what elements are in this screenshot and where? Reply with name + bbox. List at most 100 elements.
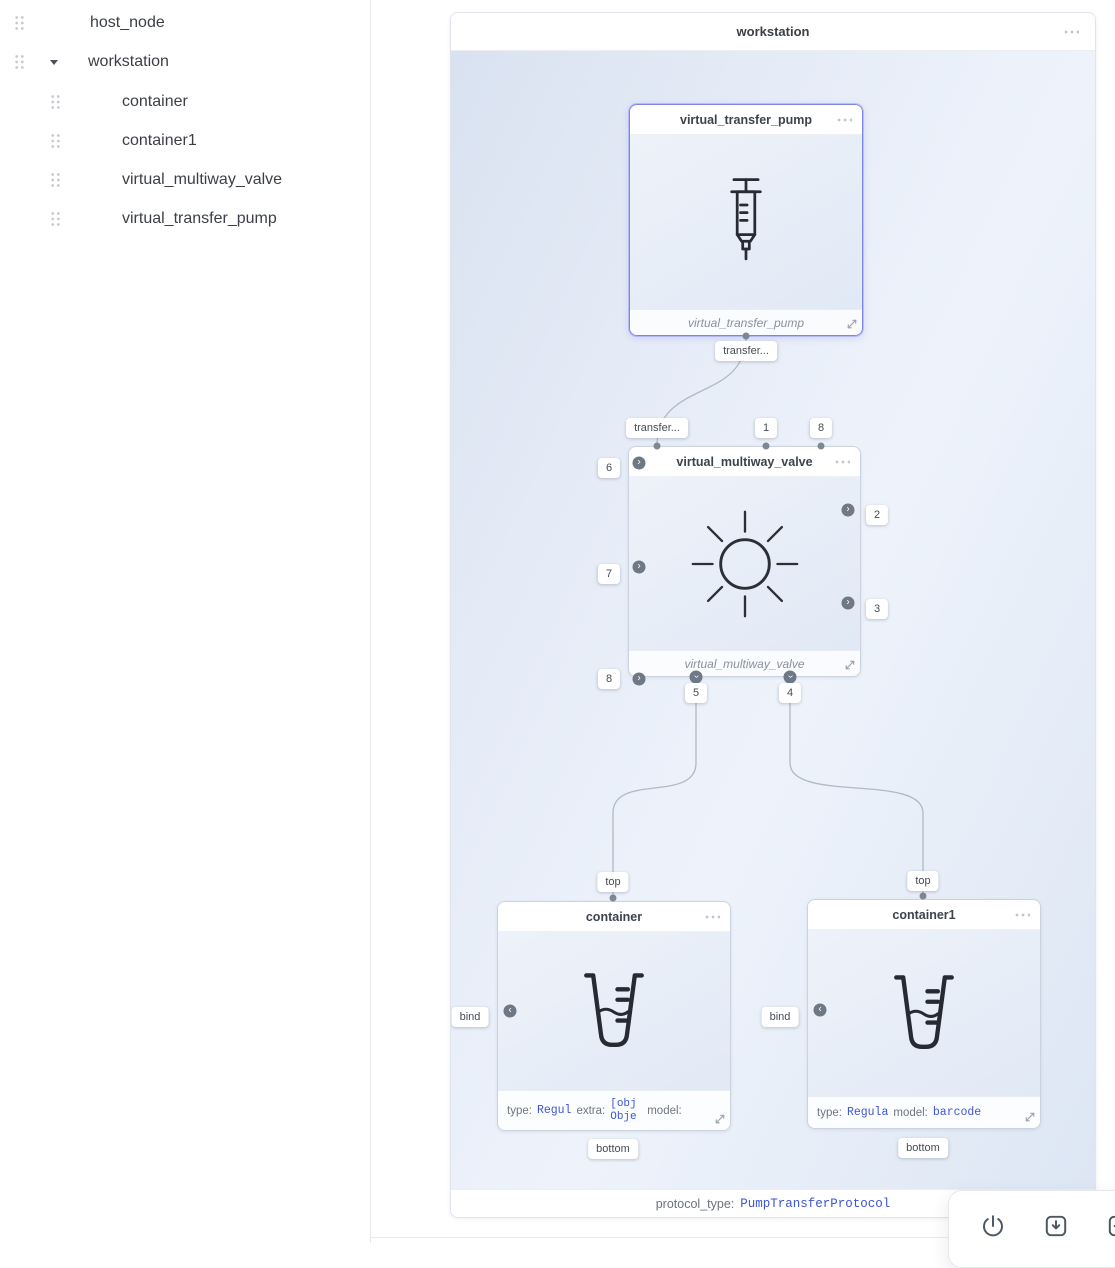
node-virtual-transfer-pump[interactable]: virtual_transfer_pump virtual_transfer_p…	[629, 104, 863, 336]
port-chip-container-bind[interactable]: bind	[452, 1007, 489, 1027]
port-handle-valve-6[interactable]: ›	[633, 457, 646, 470]
port-dot-valve-8-top[interactable]	[818, 443, 825, 450]
port-chip-valve-8-left[interactable]: 8	[598, 669, 620, 689]
port-dot-container1-top[interactable]	[920, 893, 927, 900]
drag-handle-icon[interactable]	[50, 211, 61, 228]
prop-type-value[interactable]: Regula	[847, 1106, 888, 1119]
port-chip-container1-bottom[interactable]: bottom	[898, 1138, 948, 1158]
port-handle-container1-bind[interactable]: ‹	[814, 1004, 827, 1017]
prop-model-value[interactable]: barcode	[933, 1106, 981, 1119]
sidebar-item-container1[interactable]: container1	[0, 127, 370, 155]
chevron-left-icon: ‹	[818, 1005, 821, 1015]
port-chip-container-bottom[interactable]: bottom	[588, 1139, 638, 1159]
node-title: container1	[892, 908, 955, 922]
save-download-button[interactable]	[1043, 1213, 1069, 1239]
port-dot-pump-bottom[interactable]	[743, 333, 750, 340]
drag-handle-icon[interactable]	[50, 94, 61, 111]
node-header[interactable]: virtual_multiway_valve	[629, 447, 860, 477]
node-header[interactable]: container	[498, 902, 730, 932]
panel-header[interactable]: workstation	[451, 13, 1095, 51]
chevron-down-icon: ›	[785, 675, 795, 678]
port-chip-valve-3[interactable]: 3	[866, 599, 888, 619]
ellipsis-menu-icon[interactable]	[704, 915, 720, 919]
node-props-bar: type: Regula model: barcode	[808, 1096, 1040, 1128]
resize-handle-icon[interactable]	[844, 659, 856, 671]
sidebar-item-host-node[interactable]: host_node	[0, 9, 370, 37]
tree-item-label: container	[122, 93, 188, 111]
port-chip-valve-4[interactable]: 4	[779, 683, 801, 703]
prop-extra-value[interactable]: [obj Obje	[610, 1098, 642, 1123]
drag-handle-icon[interactable]	[14, 54, 25, 71]
node-header[interactable]: virtual_transfer_pump	[630, 105, 862, 135]
node-footer: virtual_transfer_pump	[630, 309, 862, 335]
port-chip-valve-transfer[interactable]: transfer...	[626, 418, 688, 438]
node-title: container	[586, 910, 642, 924]
workstation-group-panel[interactable]: virtual_transfer_pump virtual_transfer_p…	[450, 12, 1096, 1218]
prop-type-value[interactable]: Regul	[537, 1104, 572, 1117]
drag-handle-icon[interactable]	[50, 133, 61, 150]
node-title: virtual_transfer_pump	[680, 113, 812, 127]
ellipsis-menu-icon[interactable]	[836, 118, 852, 122]
power-button[interactable]	[980, 1213, 1006, 1239]
protocol-type-value[interactable]: PumpTransferProtocol	[740, 1197, 890, 1211]
beaker-icon	[562, 963, 666, 1059]
chevron-down-icon: ›	[691, 675, 701, 678]
syringe-icon	[713, 160, 779, 284]
tree-item-label: virtual_transfer_pump	[122, 210, 277, 228]
port-handle-valve-3[interactable]: ›	[842, 597, 855, 610]
chevron-right-icon: ›	[637, 458, 640, 468]
port-dot-container-top[interactable]	[610, 895, 617, 902]
ellipsis-menu-icon[interactable]	[1014, 913, 1030, 917]
node-body	[630, 135, 862, 309]
port-chip-container1-top[interactable]: top	[907, 871, 938, 891]
ellipsis-menu-icon[interactable]	[1063, 30, 1079, 34]
node-virtual-multiway-valve[interactable]: virtual_multiway_valve virtual_multiway_…	[628, 446, 861, 677]
sidebar-item-workstation[interactable]: workstation	[0, 48, 370, 76]
prop-model-label: model:	[893, 1107, 928, 1119]
resize-handle-icon[interactable]	[846, 318, 858, 330]
port-dot-valve-1[interactable]	[763, 443, 770, 450]
node-tree-sidebar: host_node workstation container containe…	[0, 0, 371, 1243]
export-button[interactable]	[1106, 1213, 1115, 1239]
port-chip-container-top[interactable]: top	[597, 872, 628, 892]
sidebar-item-virtual-transfer-pump[interactable]: virtual_transfer_pump	[0, 205, 370, 233]
node-footer-label: virtual_multiway_valve	[684, 657, 804, 671]
port-handle-valve-8-left[interactable]: ›	[633, 673, 646, 686]
port-handle-container-bind[interactable]: ‹	[504, 1005, 517, 1018]
resize-handle-icon[interactable]	[1024, 1111, 1036, 1123]
port-handle-valve-7[interactable]: ›	[633, 561, 646, 574]
port-handle-valve-4[interactable]: ›	[784, 671, 797, 684]
tree-item-label: host_node	[90, 14, 165, 32]
port-chip-container1-bind[interactable]: bind	[762, 1007, 799, 1027]
node-body	[629, 477, 860, 650]
prop-extra-label: extra:	[576, 1105, 605, 1117]
node-container1[interactable]: container1 type: Regula model: barcode	[807, 899, 1041, 1129]
node-footer-label: virtual_transfer_pump	[688, 316, 804, 330]
port-dot-valve-transfer[interactable]	[654, 443, 661, 450]
port-chip-valve-6[interactable]: 6	[598, 458, 620, 478]
node-header[interactable]: container1	[808, 900, 1040, 930]
prop-type-label: type:	[507, 1105, 532, 1117]
port-handle-valve-2[interactable]: ›	[842, 504, 855, 517]
chevron-down-icon[interactable]	[50, 60, 58, 65]
canvas-action-toolbar	[948, 1190, 1115, 1268]
prop-model-label: model:	[647, 1105, 682, 1117]
sidebar-item-virtual-multiway-valve[interactable]: virtual_multiway_valve	[0, 166, 370, 194]
node-footer: virtual_multiway_valve	[629, 650, 860, 676]
drag-handle-icon[interactable]	[14, 15, 25, 32]
tree-item-label: workstation	[88, 53, 169, 71]
resize-handle-icon[interactable]	[714, 1113, 726, 1125]
port-chip-pump-transfer[interactable]: transfer...	[715, 341, 777, 361]
ellipsis-menu-icon[interactable]	[834, 460, 850, 464]
graph-canvas[interactable]: virtual_transfer_pump virtual_transfer_p…	[371, 0, 1115, 1243]
port-chip-valve-2[interactable]: 2	[866, 505, 888, 525]
port-chip-valve-5[interactable]: 5	[685, 683, 707, 703]
drag-handle-icon[interactable]	[50, 172, 61, 189]
port-chip-valve-8-top[interactable]: 8	[810, 418, 832, 438]
port-chip-valve-7[interactable]: 7	[598, 564, 620, 584]
node-container[interactable]: container type: Regul extra: [obj Obje m…	[497, 901, 731, 1131]
sidebar-item-container[interactable]: container	[0, 88, 370, 116]
port-chip-valve-1[interactable]: 1	[755, 418, 777, 438]
prop-type-label: type:	[817, 1107, 842, 1119]
port-handle-valve-5[interactable]: ›	[690, 671, 703, 684]
